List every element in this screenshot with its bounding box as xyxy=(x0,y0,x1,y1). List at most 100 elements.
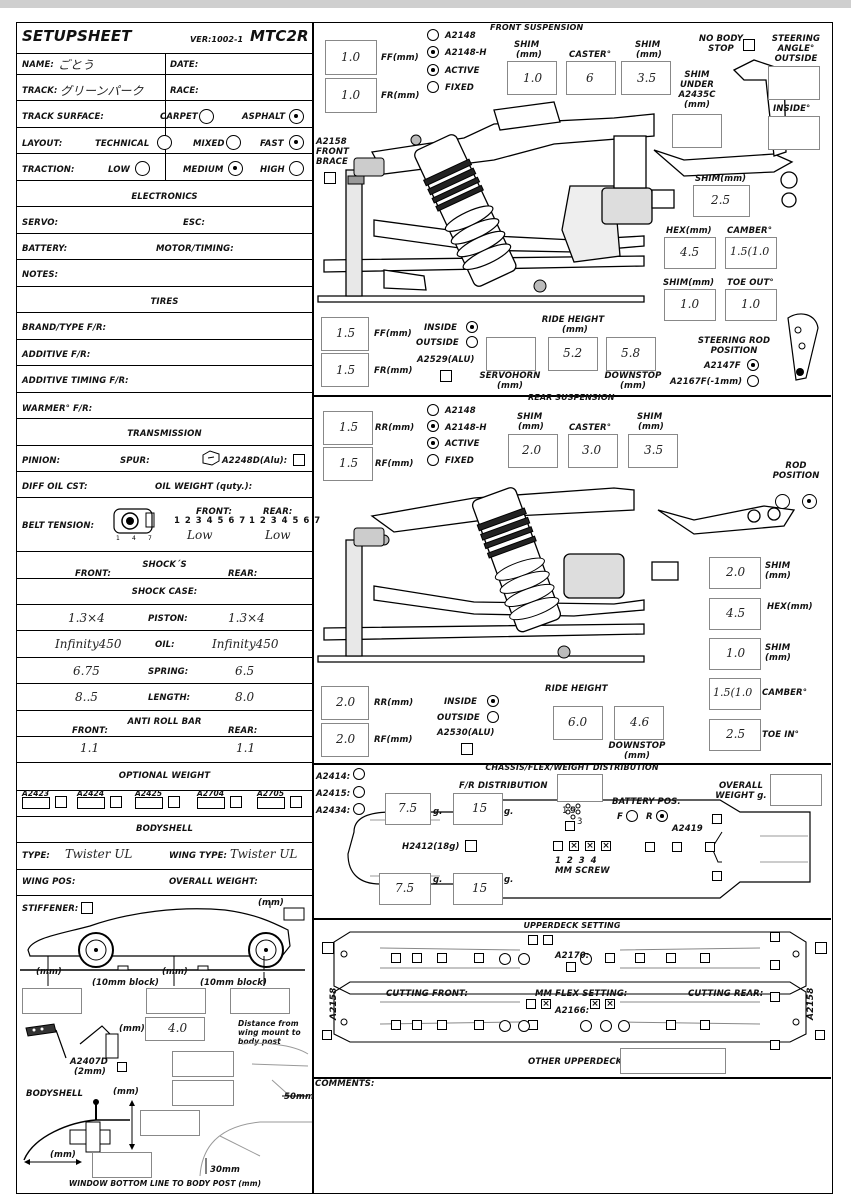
stiffener-checkbox[interactable] xyxy=(81,902,93,914)
upperdeck-checkbox[interactable] xyxy=(815,1030,825,1040)
wing-distance-box[interactable] xyxy=(172,1051,234,1077)
rear-rf-box[interactable] xyxy=(323,447,373,481)
high-radio[interactable] xyxy=(289,161,304,176)
belt-rear-value[interactable]: Low xyxy=(265,528,291,542)
rear-lower-rf-value[interactable]: 2.0 xyxy=(336,732,356,746)
piston-front-value[interactable]: 1.3×4 xyxy=(68,611,105,625)
a2419-mid-checkbox[interactable] xyxy=(672,842,682,852)
rear-shim-b-value[interactable]: 1.0 xyxy=(726,646,746,660)
name-value[interactable]: ごとう xyxy=(58,58,95,72)
rear-outside-radio[interactable] xyxy=(487,711,499,723)
weight-bl-box[interactable] xyxy=(379,873,431,905)
rear-toe-in-box[interactable] xyxy=(709,719,761,751)
h2412-checkbox[interactable] xyxy=(465,840,477,852)
front-shim2-value[interactable]: 3.5 xyxy=(637,71,657,85)
track-value[interactable]: グリーンパーク xyxy=(60,84,144,98)
upperdeck-checkbox[interactable] xyxy=(770,1040,780,1050)
rear-hex-box[interactable] xyxy=(709,598,761,630)
front-shim-box[interactable] xyxy=(693,185,750,217)
rear-shim-b-box[interactable] xyxy=(709,638,761,670)
upperdeck-checkbox[interactable] xyxy=(700,953,710,963)
front-caster-value[interactable]: 6 xyxy=(586,71,594,85)
front-shim1-value[interactable]: 1.0 xyxy=(523,71,543,85)
optional-weight-A2424-checkbox[interactable] xyxy=(110,796,122,808)
upperdeck-checkbox[interactable] xyxy=(770,932,780,942)
rear-ride-height-value[interactable]: 6.0 xyxy=(568,715,588,729)
front-ride-height-box[interactable] xyxy=(548,337,598,371)
weight-br-box[interactable] xyxy=(453,873,503,905)
shim-under-box[interactable] xyxy=(672,114,722,148)
upperdeck-checkbox[interactable] xyxy=(770,960,780,970)
oil-rear-value[interactable]: Infinity450 xyxy=(212,637,279,651)
front-ff-box[interactable] xyxy=(325,40,377,75)
rear-fixed-radio[interactable] xyxy=(427,454,439,466)
front-ride-height-value[interactable]: 5.2 xyxy=(563,346,583,360)
mm-screw-3-checkbox[interactable]: × xyxy=(585,841,595,851)
a2434-radio[interactable] xyxy=(353,803,365,815)
steering-inside-box[interactable] xyxy=(768,116,820,150)
rear-shim2-value[interactable]: 3.5 xyxy=(644,443,664,457)
mm-screw-4-checkbox[interactable]: × xyxy=(601,841,611,851)
rear-rr-box[interactable] xyxy=(323,411,373,445)
rear-hex-value[interactable]: 4.5 xyxy=(726,606,746,620)
wing-mount-value[interactable]: 4.0 xyxy=(168,1021,188,1035)
rear-downstop-box[interactable] xyxy=(614,706,664,740)
mm-screw-2-checkbox[interactable]: × xyxy=(569,841,579,851)
upperdeck-checkbox[interactable] xyxy=(437,953,447,963)
upperdeck-checkbox[interactable] xyxy=(770,992,780,1002)
optional-weight-A2704-checkbox[interactable] xyxy=(230,796,242,808)
flex-2-checkbox[interactable]: × xyxy=(541,999,551,1009)
rear-a2148-radio[interactable] xyxy=(427,404,439,416)
optional-weight-A2705-checkbox[interactable] xyxy=(290,796,302,808)
upperdeck-checkbox[interactable] xyxy=(474,1020,484,1030)
front-shim2-box[interactable] xyxy=(621,61,671,95)
rear-rr-value[interactable]: 1.5 xyxy=(339,420,359,434)
a2407d-checkbox[interactable] xyxy=(117,1062,127,1072)
rear-shim2-box[interactable] xyxy=(628,434,678,468)
front-shim-value[interactable]: 2.5 xyxy=(711,193,731,207)
a2167f-radio[interactable] xyxy=(747,375,759,387)
a2170-checkbox[interactable] xyxy=(566,962,576,972)
front-fixed-radio[interactable] xyxy=(427,81,439,93)
optional-weight-A2425-checkbox[interactable] xyxy=(168,796,180,808)
upperdeck-checkbox[interactable] xyxy=(322,1030,332,1040)
rear-toe-in-value[interactable]: 2.5 xyxy=(726,727,746,741)
front-toe-out-box[interactable] xyxy=(725,289,777,321)
rear-shim1-box[interactable] xyxy=(508,434,558,468)
rear-lower-rf-box[interactable] xyxy=(321,723,369,757)
upperdeck-checkbox[interactable] xyxy=(391,953,401,963)
rear-camber-value[interactable]: 1.5(1.0 xyxy=(713,686,753,699)
weight-tl-value[interactable]: 7.5 xyxy=(398,801,418,815)
battery-r-radio[interactable] xyxy=(656,810,668,822)
servohorn-box[interactable] xyxy=(486,337,536,371)
rear-lower-rr-value[interactable]: 2.0 xyxy=(336,695,356,709)
belt-front-value[interactable]: Low xyxy=(187,528,213,542)
front-active-radio[interactable] xyxy=(427,64,439,76)
front-shim3-value[interactable]: 1.0 xyxy=(680,297,700,311)
battery-f-radio[interactable] xyxy=(626,810,638,822)
rear-active-radio[interactable] xyxy=(427,437,439,449)
upperdeck-checkbox[interactable] xyxy=(543,935,553,945)
rod-position-2-radio[interactable] xyxy=(802,494,817,509)
weight-tl-box[interactable] xyxy=(385,793,431,825)
front-hex-box[interactable] xyxy=(664,237,716,269)
front-lower-fr-value[interactable]: 1.5 xyxy=(336,363,356,377)
spring-rear-value[interactable]: 6.5 xyxy=(235,664,255,678)
length-rear-value[interactable]: 8.0 xyxy=(235,690,255,704)
technical-radio[interactable] xyxy=(157,135,172,150)
rear-caster-value[interactable]: 3.0 xyxy=(582,443,602,457)
arb-front-value[interactable]: 1.1 xyxy=(80,741,100,755)
rear-shim-a-value[interactable]: 2.0 xyxy=(726,565,746,579)
upperdeck-hole-radio[interactable] xyxy=(600,1020,612,1032)
type-value[interactable]: Twister UL xyxy=(65,847,133,861)
flex-4-checkbox[interactable]: × xyxy=(605,999,615,1009)
rear-inside-radio[interactable] xyxy=(487,695,499,707)
rear-lower-rr-box[interactable] xyxy=(321,686,369,720)
medium-radio[interactable] xyxy=(228,161,243,176)
rear-a2148h-radio[interactable] xyxy=(427,420,439,432)
front-shim1-box[interactable] xyxy=(507,61,557,95)
upperdeck-hole-radio[interactable] xyxy=(518,953,530,965)
upperdeck-hole-radio[interactable] xyxy=(518,1020,530,1032)
front-a2148-radio[interactable] xyxy=(427,29,439,41)
wing-distance-box-2[interactable] xyxy=(172,1080,234,1106)
